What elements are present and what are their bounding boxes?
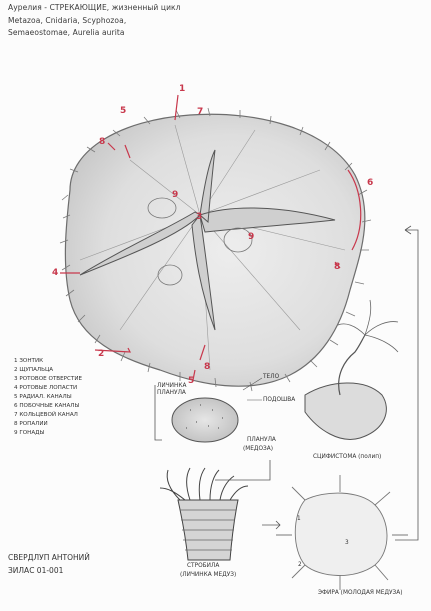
label-ephyra: ЭФИРА (МОЛОДАЯ МЕДУЗА) (318, 590, 402, 596)
legend-item: 8 РОПАЛИИ (14, 420, 82, 429)
label-planula-sub: (МЕДОЗА) (243, 446, 273, 452)
marker-2: 2 (98, 349, 104, 359)
legend-item: 7 КОЛЬЦЕВОЙ КАНАЛ (14, 411, 82, 420)
polyp-base (305, 383, 386, 439)
label-scyphistoma: СЦИФИСТОМА (полип) (313, 454, 381, 460)
header-line-1: Аурелия - СТРЕКАЮЩИЕ, жизненный цикл (8, 3, 181, 12)
author-group: ЗИЛАС 01-001 (8, 566, 63, 575)
legend-item: 3 РОТОВОЕ ОТВЕРСТИЕ (14, 375, 82, 384)
arrow-medusa-to-polyp (395, 230, 418, 540)
header-line-3: Semaeostomae, Aurelia aurita (8, 28, 125, 37)
ephyra-number-1: 1 (297, 516, 301, 522)
label-strobila-sub: (ЛИЧИНКА МЕДУЗ) (180, 572, 236, 578)
legend-item: 4 РОТОВЫЕ ЛОПАСТИ (14, 384, 82, 393)
marker-1: 1 (179, 84, 185, 94)
arrow-strobila-to-ephyra (262, 521, 280, 529)
marker-3: 3 (196, 212, 202, 222)
arrow-polyp-to-strobila (215, 460, 270, 480)
marker-6: 6 (367, 178, 373, 188)
ephyra-drawing (276, 475, 408, 590)
legend-item: 6 ПОБОЧНЫЕ КАНАЛЫ (14, 402, 82, 411)
ephyra-number-2: 2 (298, 562, 302, 568)
legend-item: 2 ЩУПАЛЬЦА (14, 366, 82, 375)
label-body: ТЕЛО (263, 374, 279, 380)
marker-5-top: 5 (120, 106, 126, 116)
ephyra-number-3: 3 (345, 540, 349, 546)
legend-item: 1 ЗОНТИК (14, 357, 82, 366)
legend-item: 9 ГОНАДЫ (14, 429, 82, 438)
label-planula: ПЛАНУЛА (247, 437, 276, 443)
medusa-bell (65, 114, 364, 386)
marker-8-bottom: 8 (204, 362, 210, 372)
label-stalk: ПОДОШВА (263, 397, 295, 403)
strobila-tentacles (160, 468, 248, 500)
marker-9-left: 9 (172, 190, 178, 200)
label-strobila: СТРОБИЛА (187, 563, 219, 569)
ephyra-body (295, 493, 387, 575)
legend-list: 1 ЗОНТИК 2 ЩУПАЛЬЦА 3 РОТОВОЕ ОТВЕРСТИЕ … (14, 357, 82, 438)
polyp-tentacles (338, 300, 398, 352)
label-larva: ЛИЧИНКА ПЛАНУЛА (157, 383, 197, 397)
marker-8-right: 8 (334, 262, 340, 272)
marker-8-top: 8 (99, 137, 105, 147)
planula-body (172, 398, 238, 442)
medusa-drawing (60, 95, 371, 391)
marker-4: 4 (52, 268, 58, 278)
strobila-drawing (160, 468, 248, 560)
legend-item: 5 РАДИАЛ. КАНАЛЫ (14, 393, 82, 402)
author-name: СВЕРДЛУП АНТОНИЙ (8, 553, 90, 562)
marker-7: 7 (197, 107, 203, 117)
marker-9-right: 9 (248, 232, 254, 242)
header-line-2: Metazoa, Cnidaria, Scyphozoa, (8, 16, 126, 25)
